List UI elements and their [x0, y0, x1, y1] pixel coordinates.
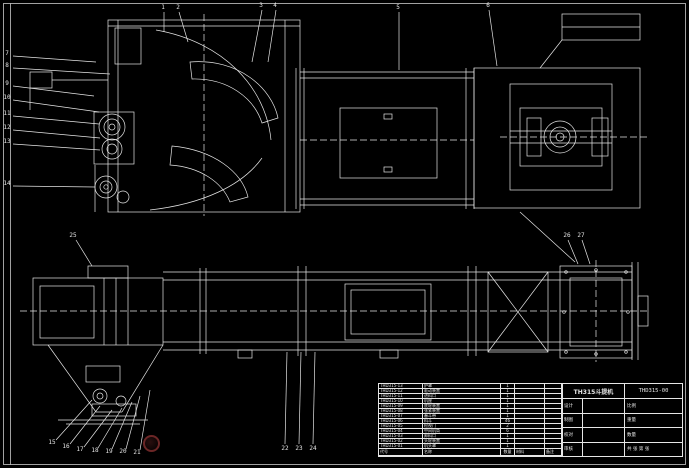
boot-casing — [32, 277, 164, 346]
callout-8: 8 — [5, 62, 9, 69]
callout-9: 9 — [5, 80, 9, 87]
callout-19: 19 — [105, 448, 113, 455]
sign-row: 制图 — [563, 413, 624, 428]
sign-row: 校对 — [563, 428, 624, 443]
callout-25: 25 — [69, 232, 77, 239]
inspection-window — [114, 27, 142, 65]
callout-13: 13 — [3, 138, 11, 145]
sign-row: 审核 — [563, 442, 624, 456]
callout-27: 27 — [577, 232, 585, 239]
access-door-plan — [344, 283, 432, 341]
weight-row: 重量 — [625, 414, 682, 428]
callout-15: 15 — [48, 439, 56, 446]
callout-20: 20 — [119, 448, 127, 455]
bucket-lower — [169, 145, 249, 203]
callout-12: 12 — [3, 124, 11, 131]
access-door — [339, 107, 438, 179]
bucket-upper — [189, 61, 279, 124]
ink-stamp — [143, 435, 160, 452]
drawing-number: THD315-00 — [638, 388, 669, 394]
callout-2: 2 — [176, 4, 180, 11]
callout-11: 11 — [3, 110, 11, 117]
drive-section — [473, 67, 641, 209]
title-block-sign-rows: 设计制图校对审核 — [563, 399, 625, 456]
scale-label: 比例 — [627, 403, 636, 409]
frame-border — [3, 3, 686, 465]
callout-10: 10 — [3, 94, 11, 101]
qty-row: 数量 — [625, 428, 682, 443]
callout-24: 24 — [309, 445, 317, 452]
callout-7: 7 — [5, 50, 9, 57]
callout-17: 17 — [76, 446, 84, 453]
callout-22: 22 — [281, 445, 289, 452]
title-block: TH315斗提机 THD315-00 设计制图校对审核 比例 重量 数量 共 张… — [562, 383, 683, 457]
callout-18: 18 — [91, 447, 99, 454]
callout-1: 1 — [161, 4, 165, 11]
callout-26: 26 — [563, 232, 571, 239]
callout-4: 4 — [273, 2, 277, 9]
drive-platform — [559, 265, 633, 359]
callout-21: 21 — [133, 449, 141, 456]
parts-table-header: 代号名称数量材料备注 — [379, 449, 561, 456]
scale-row: 比例 — [625, 399, 682, 414]
callout-14: 14 — [3, 180, 11, 187]
callout-6: 6 — [486, 2, 490, 9]
callout-5: 5 — [396, 4, 400, 11]
callout-3: 3 — [259, 2, 263, 9]
callout-23: 23 — [295, 445, 303, 452]
qty-label: 数量 — [627, 432, 636, 438]
sheet-row: 共 张 第 张 — [627, 447, 650, 453]
callout-16: 16 — [62, 443, 70, 450]
sign-row: 设计 — [563, 399, 624, 414]
drawing-title: TH315斗提机 — [563, 384, 625, 398]
weight-label: 重量 — [627, 418, 636, 424]
